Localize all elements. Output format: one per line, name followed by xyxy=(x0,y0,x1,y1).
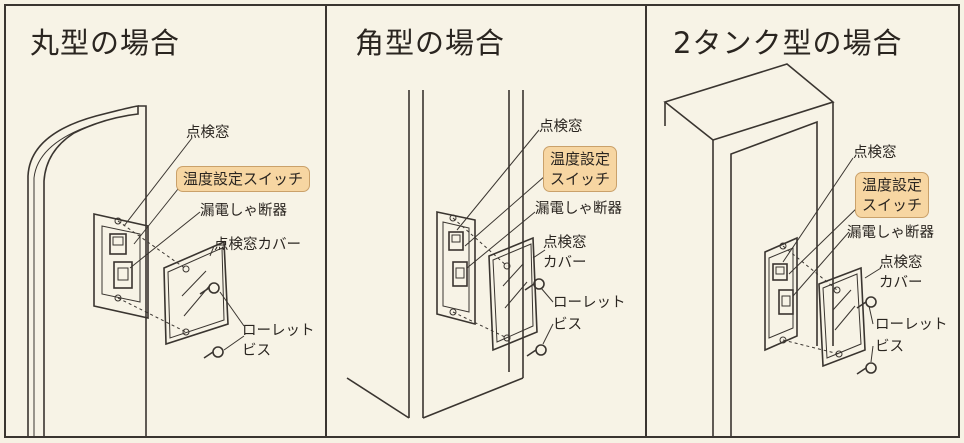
label-temperature-switch-line2: スイッチ xyxy=(550,170,611,188)
label-window-cover: 点検窓カバー xyxy=(214,237,301,253)
label-breaker: 漏電しゃ断器 xyxy=(200,203,287,219)
square-tank-illustration xyxy=(346,90,554,419)
label-temperature-switch: 温度設定 スイッチ xyxy=(855,172,930,218)
tank-edge xyxy=(138,105,147,436)
window-cover-plate xyxy=(488,236,538,352)
label-breaker: 漏電しゃ断器 xyxy=(847,225,934,241)
two-tank-illustration xyxy=(663,63,882,436)
panel-square-type: 角型の場合 点検窓 温度設定 スイッチ 漏電しゃ断器 点検窓 カバー ローレット… xyxy=(325,4,647,438)
label-inspection-window: 点検窓 xyxy=(539,119,583,135)
panel-two-tank-type: 2タンク型の場合 点検窓 温度設定 スイッチ 漏電しゃ断器 点検窓 カバー ロー… xyxy=(645,4,960,438)
label-knurled-screw-line1: ローレット xyxy=(875,317,948,333)
label-temperature-switch: 温度設定スイッチ xyxy=(176,166,311,192)
label-window-cover-line1: 点検窓 xyxy=(879,255,923,271)
label-breaker: 漏電しゃ断器 xyxy=(535,201,622,217)
label-inspection-window: 点検窓 xyxy=(186,125,230,141)
label-temperature-switch-line2: スイッチ xyxy=(862,196,923,214)
label-inspection-window: 点検窓 xyxy=(853,145,897,161)
label-knurled-screw-line1: ローレット xyxy=(553,295,626,311)
panel-title-two-tank: 2タンク型の場合 xyxy=(673,26,903,60)
round-tank-illustration xyxy=(27,105,245,436)
label-temperature-switch-line1: 温度設定 xyxy=(862,176,923,194)
panel-round-type: 丸型の場合 点検窓 温度設定スイッチ 漏電しゃ断器 点検窓カバー ローレット ビ… xyxy=(4,4,327,438)
window-cover-plate xyxy=(163,240,229,346)
inspection-window-frame xyxy=(764,236,798,352)
label-temperature-switch: 温度設定 スイッチ xyxy=(543,146,618,192)
inspection-window-frame xyxy=(436,211,476,326)
label-window-cover-line1: 点検窓 xyxy=(543,235,587,251)
label-temperature-switch-line1: 温度設定 xyxy=(550,150,611,168)
label-knurled-screw-line1: ローレット xyxy=(242,323,315,339)
label-knurled-screw-line2: ビス xyxy=(553,317,582,333)
label-window-cover-line2: カバー xyxy=(879,275,923,291)
label-knurled-screw-line2: ビス xyxy=(242,343,271,359)
inspection-window-frame xyxy=(93,213,149,319)
panel-title-round: 丸型の場合 xyxy=(30,26,181,60)
label-window-cover-line2: カバー xyxy=(543,255,587,271)
window-cover-plate xyxy=(818,266,866,368)
panel-title-square: 角型の場合 xyxy=(355,26,506,60)
label-knurled-screw-line2: ビス xyxy=(875,339,904,355)
